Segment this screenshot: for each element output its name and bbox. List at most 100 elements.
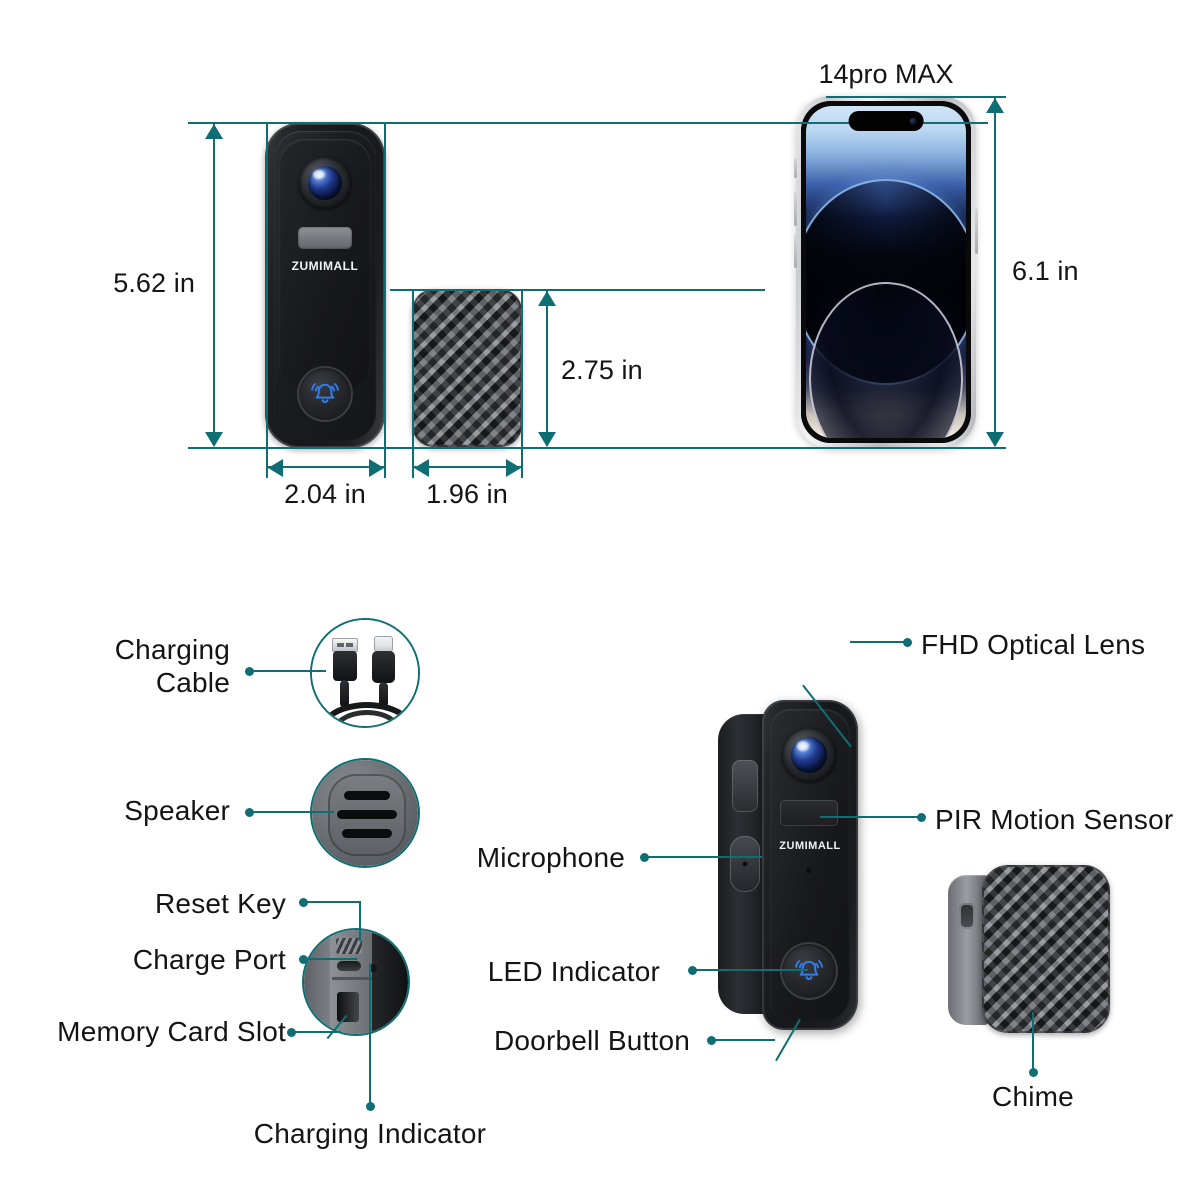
leader-dot-memory-card-slot <box>287 1028 296 1037</box>
phone-top-extension-line <box>826 96 1006 98</box>
chime-top-extension-line <box>390 289 765 291</box>
leader-line-led-indicator <box>694 969 808 971</box>
phone-height-arrow-top <box>986 98 1004 113</box>
leader-line-fhd-lens-h <box>850 641 904 643</box>
leader-line-charge-port <box>305 958 357 960</box>
leader-dot-fhd-lens <box>903 638 912 647</box>
leader-line-speaker <box>252 811 334 813</box>
usb-c-connector-icon <box>374 636 393 652</box>
leader-line-memory-card-slot-h <box>293 1031 341 1033</box>
leader-line-reset-key-h <box>305 901 361 903</box>
leader-line-pir-sensor <box>820 816 919 818</box>
leader-line-doorbell-button-h <box>713 1039 775 1041</box>
phone-screen <box>801 101 971 443</box>
side-control-button <box>730 836 760 892</box>
memory-card-slot-opening <box>337 992 359 1022</box>
chime-bottom-extension-line <box>390 447 765 449</box>
speaker-slot-2 <box>337 810 397 819</box>
front-camera-icon <box>909 117 917 125</box>
label-led-indicator: LED Indicator <box>487 956 660 987</box>
phone-bottom-extension-line <box>766 447 1006 449</box>
brand-logo: ZUMIMALL <box>291 259 359 273</box>
lens-glass-3d <box>791 737 827 773</box>
doorbell-front-face-3d: ZUMIMALL <box>762 700 858 1030</box>
phone-volume-up-button <box>794 192 797 226</box>
leader-line-charging-indicator <box>369 963 371 1105</box>
doorbell-width-dimension-line <box>268 466 384 468</box>
reset-key-hole <box>336 938 362 954</box>
label-memory-card-slot: Memory Card Slot <box>57 1016 286 1047</box>
port-seam <box>332 977 372 980</box>
pir-sensor-window <box>298 227 352 249</box>
chime-3d-view <box>948 865 1116 1041</box>
phone-wallpaper <box>806 106 966 438</box>
brand-logo-3d: ZUMIMALL <box>779 840 841 852</box>
port-bg-left <box>304 930 330 1034</box>
cable-lead-right <box>379 682 388 708</box>
phone-height-arrow-bottom <box>986 432 1004 447</box>
leader-dot-charging-cable <box>245 667 254 676</box>
charging-indicator-led <box>369 964 377 972</box>
speaker-slot-3 <box>342 829 392 838</box>
doorbell-height-arrow-top <box>205 124 223 139</box>
chime-width-dimension-line <box>414 466 521 468</box>
label-fhd-optical-lens: FHD Optical Lens <box>921 629 1146 660</box>
label-chime: Chime <box>992 1081 1074 1112</box>
leader-dot-pir-sensor <box>917 813 926 822</box>
pir-sensor-window-3d <box>780 800 838 826</box>
label-pir-motion-sensor: PIR Motion Sensor <box>935 804 1174 835</box>
chime-height-dimension-line <box>546 291 548 446</box>
phone-volume-down-button <box>794 234 797 268</box>
dynamic-island <box>848 111 924 131</box>
leader-dot-charging-indicator <box>366 1102 375 1111</box>
label-charging-cable: Charging Cable <box>114 634 230 699</box>
phone-height-dimension-line <box>994 98 996 446</box>
leader-line-microphone <box>646 856 762 858</box>
label-microphone: Microphone <box>476 842 625 873</box>
doorbell-top-extension-line <box>188 122 988 124</box>
speaker-slot-1 <box>344 791 390 800</box>
usb-a-connector-icon <box>332 638 358 652</box>
camera-lens-icon-3d <box>782 728 836 782</box>
doorbell-width-arrow-right <box>369 459 384 477</box>
leader-dot-charge-port <box>299 955 308 964</box>
doorbell-front-view: ZUMIMALL <box>265 123 385 448</box>
chime-left-witness-line <box>412 289 414 478</box>
microphone-hole <box>806 868 811 873</box>
camera-lens-icon <box>299 157 351 209</box>
port-bg-right <box>372 930 408 1034</box>
chime-front-face-3d <box>982 865 1110 1033</box>
doorbell-3d-view: ZUMIMALL <box>718 700 858 1030</box>
usb-c-housing <box>372 651 395 683</box>
doorbell-height-dimension-line <box>213 124 215 446</box>
doorbell-width-label: 2.04 in <box>284 479 366 509</box>
chime-height-label: 2.75 in <box>561 355 643 385</box>
speaker-callout-image <box>310 758 420 868</box>
leader-line-charging-cable <box>252 670 326 672</box>
phone-power-button <box>975 208 978 254</box>
leader-dot-doorbell-button <box>707 1036 716 1045</box>
phone-height-label: 6.1 in <box>1012 256 1079 286</box>
label-reset-key: Reset Key <box>155 888 286 919</box>
phone-silent-switch <box>794 158 797 178</box>
doorbell-button-icon-3d <box>780 942 838 1000</box>
leader-dot-microphone <box>640 853 649 862</box>
phone-model-title: 14pro MAX <box>818 59 954 89</box>
chime-usb-port <box>959 903 975 929</box>
charging-cable-callout-image <box>310 618 420 728</box>
usb-a-housing <box>333 651 357 681</box>
leader-dot-chime <box>1029 1068 1038 1077</box>
chime-right-witness-line <box>521 289 523 478</box>
ports-closeup <box>304 930 408 1034</box>
chime-width-label: 1.96 in <box>426 479 508 509</box>
leader-dot-speaker <box>245 808 254 817</box>
cable-lead-left <box>340 680 349 708</box>
reset-key-button <box>732 760 758 812</box>
chime-width-arrow-left <box>414 459 429 477</box>
doorbell-width-arrow-left <box>268 459 283 477</box>
chime-height-arrow-top <box>538 291 556 306</box>
ports-callout-image <box>302 928 410 1036</box>
label-charge-port: Charge Port <box>132 944 286 975</box>
leader-dot-reset-key <box>299 898 308 907</box>
